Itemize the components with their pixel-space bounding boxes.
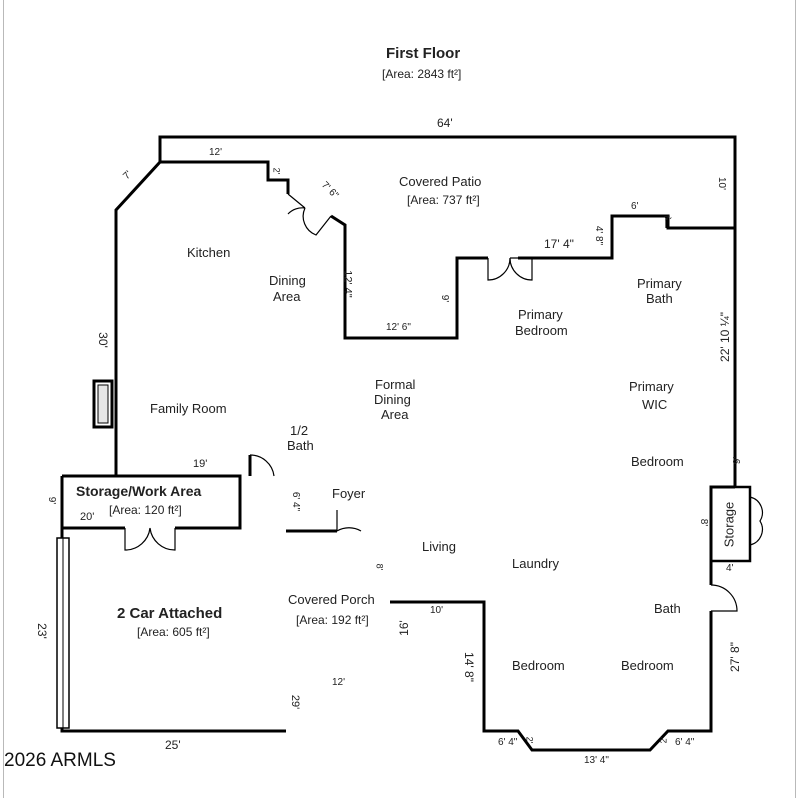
door-swing-dining-2 xyxy=(302,207,332,236)
dining-area-label-2: Area xyxy=(273,289,301,304)
total-area: [Area: 2843 ft²] xyxy=(382,67,462,81)
dim-bottom-2-right: 2' xyxy=(658,736,669,744)
bath-label: Bath xyxy=(654,601,681,616)
wall-porch-right xyxy=(390,600,713,752)
kitchen-label: Kitchen xyxy=(187,245,231,260)
bedroom-bottom-right-label: Bedroom xyxy=(621,658,674,673)
dim-right-27-8: 27' 8" xyxy=(727,642,742,672)
bedroom-right-label: Bedroom xyxy=(631,454,684,469)
dim-storage-19: 19' xyxy=(193,458,208,470)
door-swing-bath xyxy=(710,584,738,612)
covered-porch-area: [Area: 192 ft²] xyxy=(296,613,369,627)
dim-dining-12-6: 12' 6" xyxy=(386,322,411,333)
wall-top-inner xyxy=(160,160,290,194)
living-label: Living xyxy=(422,539,456,554)
dim-porch-16: 16' xyxy=(396,620,411,636)
copyright-watermark: 2026 ARMLS xyxy=(4,750,116,771)
door-swing-dining xyxy=(287,193,306,215)
formal-dining-label-3: Area xyxy=(381,407,409,422)
page-title: First Floor xyxy=(386,45,461,62)
formal-dining-label-2: Dining xyxy=(374,392,411,407)
dim-half-bath-6-4: 6' 4" xyxy=(290,491,302,512)
dim-bed-14-8: 14' 8" xyxy=(461,652,476,682)
dim-patio-step: 6' xyxy=(631,201,639,212)
dim-right-4: 4' xyxy=(726,563,734,574)
primary-bath-label-1: Primary xyxy=(637,276,682,291)
primary-wic-label-1: Primary xyxy=(629,379,674,394)
dim-bottom-6-4-left: 6' 4" xyxy=(498,737,518,748)
door-swing-storage-work xyxy=(124,527,176,551)
dim-storage-20: 20' xyxy=(80,511,95,523)
covered-patio-area: [Area: 737 ft²] xyxy=(407,193,480,207)
door-swing-right-storage xyxy=(749,496,763,546)
dim-right-22: 22' 10 ¼" xyxy=(717,312,732,362)
door-swing-half-bath xyxy=(249,454,275,477)
dim-top-left: 12' xyxy=(209,147,223,158)
dim-bottom-13-4: 13' 4" xyxy=(584,755,609,766)
dim-bottom-2-left: 2' xyxy=(524,736,535,744)
left-frame-line xyxy=(3,0,4,798)
primary-bedroom-label-2: Bedroom xyxy=(515,323,568,338)
dining-area-label-1: Dining xyxy=(269,273,306,288)
garage-area: [Area: 605 ft²] xyxy=(137,625,210,639)
dim-foyer-8: 8' xyxy=(374,563,385,571)
dim-garage-23: 23' xyxy=(34,623,49,639)
covered-patio-label: Covered Patio xyxy=(399,174,482,189)
dim-step-4-8: 4' 8" xyxy=(593,225,605,246)
half-bath-label-2: Bath xyxy=(287,438,314,453)
dim-right-top: 10' xyxy=(716,176,728,191)
dim-storage-9: 9' xyxy=(46,496,58,505)
right-frame-line xyxy=(795,0,796,798)
wall-storage-work xyxy=(62,474,242,530)
dim-porch-10: 10' xyxy=(430,605,444,616)
fireplace-inner xyxy=(97,384,109,424)
door-swing-primary xyxy=(487,257,533,281)
foyer-label: Foyer xyxy=(332,486,366,501)
wall-dining-step xyxy=(330,214,488,340)
dim-porch-12: 12' xyxy=(332,677,346,688)
formal-dining-label-1: Formal xyxy=(375,377,416,392)
family-room-label: Family Room xyxy=(150,401,227,416)
storage-work-area: [Area: 120 ft²] xyxy=(109,503,182,517)
dim-small-2a: 2' xyxy=(271,167,282,175)
bedroom-bottom-left-label: Bedroom xyxy=(512,658,565,673)
half-bath-label-1: 1/2 xyxy=(290,423,309,438)
door-swing-foyer xyxy=(336,510,362,532)
storage-label: Storage xyxy=(721,501,737,548)
storage-work-label: Storage/Work Area xyxy=(76,483,202,499)
dim-dining-12-4: 12' 4" xyxy=(341,270,354,298)
covered-porch-label: Covered Porch xyxy=(288,592,375,607)
laundry-label: Laundry xyxy=(512,556,559,571)
dim-storage-8: 8' xyxy=(698,518,710,527)
dim-top-width: 64' xyxy=(437,116,453,130)
dim-right-9: 9' xyxy=(732,456,744,465)
primary-bedroom-label-1: Primary xyxy=(518,307,563,322)
garage-label: 2 Car Attached xyxy=(117,605,223,622)
dim-patio-9: 9' xyxy=(439,294,451,303)
dim-left-30: 30' xyxy=(95,332,110,348)
primary-wic-label-2: WIC xyxy=(642,397,668,412)
primary-bath-label-2: Bath xyxy=(646,291,673,306)
dim-garage-25: 25' xyxy=(165,738,181,752)
dim-patio-17-4: 17' 4" xyxy=(544,237,574,251)
dim-bottom-6-4-right: 6' 4" xyxy=(675,737,695,748)
dim-garage-29: 29' xyxy=(289,694,302,710)
wall-right-storage xyxy=(709,485,752,563)
